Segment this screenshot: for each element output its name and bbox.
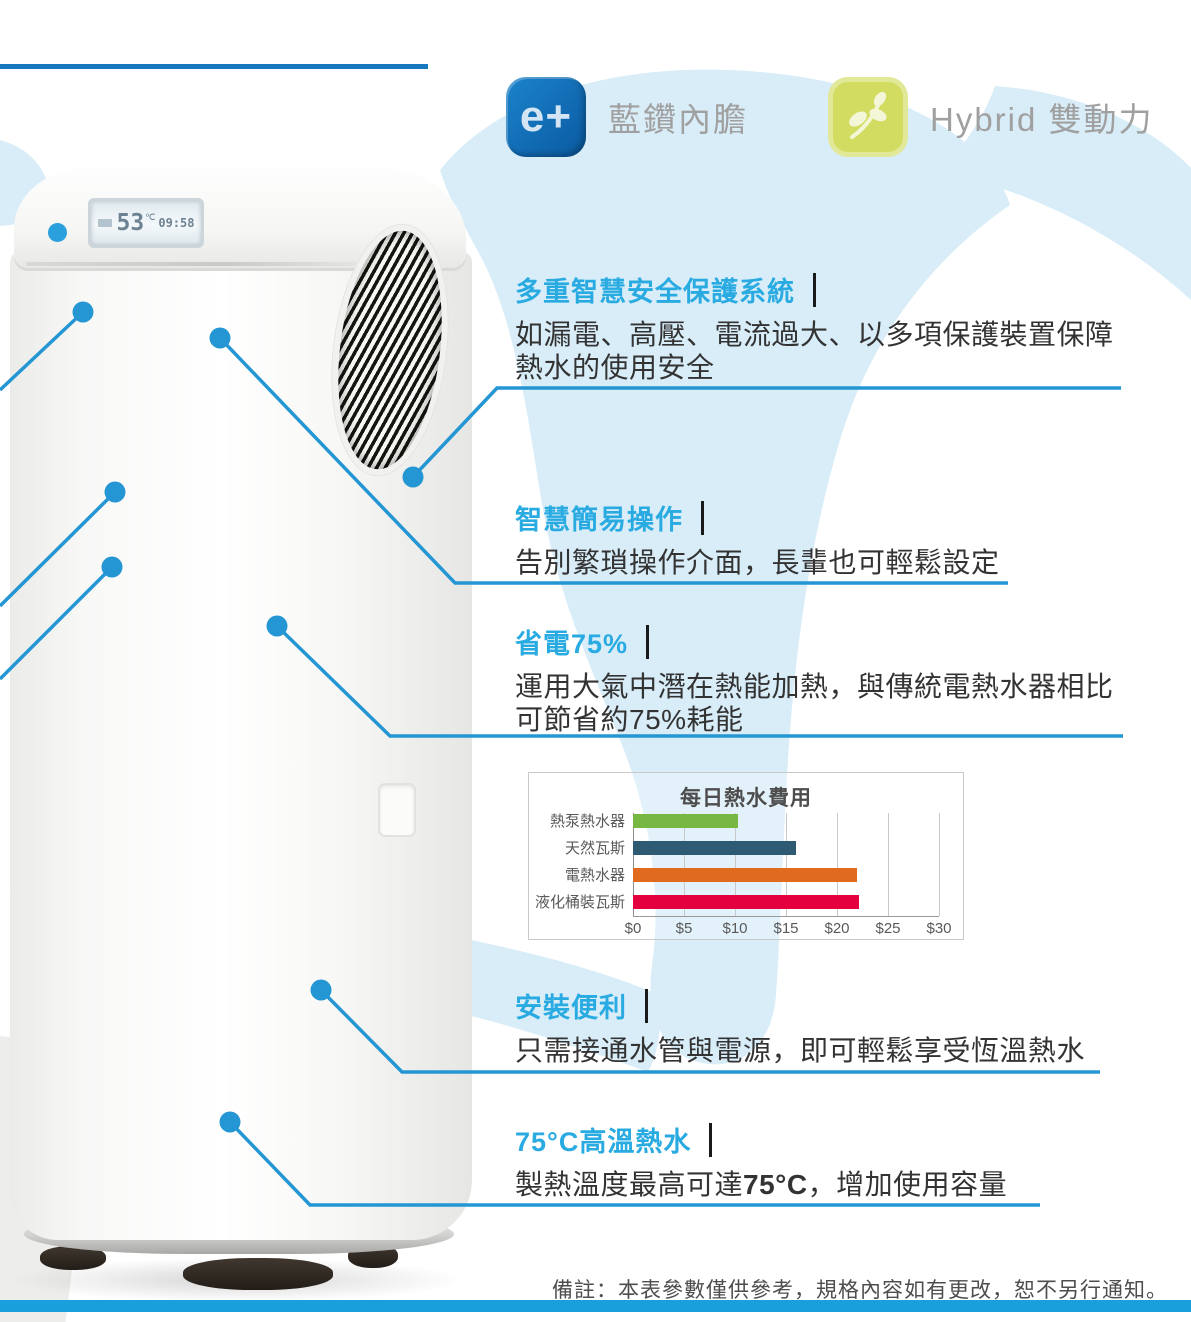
callout-line-left-2 [0, 490, 117, 608]
feature-easy-operation: 智慧簡易操作 告別繁瑣操作介面，長輩也可輕鬆設定 [515, 498, 1115, 579]
e-plus-icon: e+ [506, 77, 586, 157]
chart-gridline [633, 813, 634, 916]
title-separator [709, 1122, 713, 1157]
display-unit: ℃ [145, 213, 156, 223]
badge-hybrid: Hybrid 雙動力 [828, 77, 1154, 157]
body-prefix: 製熱溫度最高可達 [515, 1169, 744, 1200]
callout-line-power-saving [275, 624, 1123, 738]
chart-bar-1 [633, 841, 797, 855]
leaf-icon [828, 77, 908, 157]
callout-dot [219, 1111, 241, 1133]
badge-hybrid-label: Hybrid 雙動力 [930, 101, 1154, 138]
chart-gridline [888, 813, 889, 916]
title-separator [813, 272, 816, 307]
blob-swoosh [440, 69, 1010, 1065]
display-temperature: 53 [116, 209, 145, 236]
chart-title: 每日熱水費用 [680, 787, 812, 810]
chart-bar-0 [633, 814, 739, 828]
feature-power-saving: 省電75% 運用大氣中潛在熱能加熱，與傳統電熱水器相比可節省約75%耗能 [515, 622, 1115, 736]
chart-gridline [786, 813, 787, 916]
feature-body: 運用大氣中潛在熱能加熱，與傳統電熱水器相比可節省約75%耗能 [515, 671, 1114, 735]
chart-tick-label: $10 [722, 920, 748, 937]
title-separator [646, 624, 650, 659]
chart-category-label: 天然瓦斯 [564, 840, 625, 857]
feature-body: 只需接通水管與電源，即可輕鬆享受恆溫熱水 [515, 1035, 1086, 1066]
chart-tick-label: $20 [824, 920, 850, 937]
feature-title: 多重智慧安全保護系統 [515, 277, 795, 307]
feature-high-temp: 75°C高溫熱水 製熱溫度最高可達75°C，增加使用容量 [515, 1120, 1115, 1201]
title-separator [701, 500, 704, 535]
badge-blue-diamond-label: 藍鑽內膽 [608, 101, 748, 138]
callout-line-easy-install [319, 988, 1100, 1074]
badge-blue-diamond: e+ 藍鑽內膽 [506, 77, 748, 157]
callout-dot [402, 466, 424, 488]
callout-dot [104, 481, 126, 503]
chart-category-label: 電熱水器 [564, 867, 625, 884]
heater-blue-indicator-dot [48, 223, 67, 242]
chart-bar-3 [633, 895, 860, 909]
chart-tick-label: $30 [926, 920, 952, 937]
chart-category-label: 液化桶裝瓦斯 [534, 894, 625, 911]
callout-line-left-3 [0, 565, 114, 681]
chart-tick-label: $5 [675, 920, 693, 937]
callout-line-easy-operation [218, 336, 1008, 585]
bottom-accent-bar [0, 1300, 1191, 1312]
callout-dot [72, 301, 94, 323]
control-display: 53 ℃ 09:58 [88, 198, 204, 248]
footnote: 備註：本表參數僅供參考，規格內容如有更改，恕不另行通知。 [552, 1279, 1168, 1302]
heater-side-recess [378, 783, 416, 837]
feature-body: 製熱溫度最高可達75°C，增加使用容量 [515, 1168, 1115, 1201]
chart-category-label: 熱泵熱水器 [549, 813, 625, 830]
body-suffix: ，增加使用容量 [807, 1169, 1008, 1200]
blob-top-right [940, 86, 1191, 300]
heater-foot-center [183, 1258, 333, 1290]
feature-safety: 多重智慧安全保護系統 如漏電、高壓、電流過大、以多項保護裝置保障熱水的使用安全 [515, 270, 1115, 384]
callout-line-left-1 [0, 310, 85, 392]
leaf-icon-glyph [849, 91, 887, 139]
chart-gridline [837, 813, 838, 916]
chart-gridline [684, 813, 685, 916]
feature-easy-install: 安裝便利 只需接通水管與電源，即可輕鬆享受恆溫熱水 [515, 986, 1115, 1067]
body-strong: 75°C [743, 1169, 808, 1200]
daily-hot-water-cost-chart: 每日熱水費用 $0 $5 $10 $15 $20 $25 $30 熱泵熱水器天然瓦斯電熱水器液… [528, 772, 964, 940]
chart-tick-label: $25 [875, 920, 901, 937]
callout-dot [266, 615, 288, 637]
top-rule-line [0, 64, 428, 69]
chart-plot: $0 $5 $10 $15 $20 $25 $30 熱泵熱水器天然瓦斯電熱水器液化桶裝瓦斯 [535, 813, 952, 937]
e-plus-icon-text: e+ [519, 92, 573, 141]
feature-title: 安裝便利 [515, 993, 627, 1023]
chart-bar-2 [633, 868, 858, 882]
callout-line-safety [411, 386, 1121, 479]
chart-gridline [735, 813, 736, 916]
display-time: 09:58 [158, 216, 195, 230]
title-separator [645, 988, 648, 1023]
feature-title: 75°C高溫熱水 [515, 1127, 692, 1157]
callout-dot [101, 556, 123, 578]
chart-gridline [939, 813, 940, 916]
callout-dot [310, 979, 332, 1001]
chart-tick-label: $15 [773, 920, 799, 937]
display-segment-icon [97, 219, 112, 227]
feature-title: 省電75% [515, 629, 629, 659]
chart-tick-label: $0 [624, 920, 642, 937]
callout-line-high-temp [228, 1120, 1040, 1207]
callout-dot [209, 327, 231, 349]
feature-body: 如漏電、高壓、電流過大、以多項保護裝置保障熱水的使用安全 [515, 319, 1114, 383]
feature-body: 告別繁瑣操作介面，長輩也可輕鬆設定 [515, 547, 1000, 578]
heater-seam [26, 262, 356, 266]
feature-title: 智慧簡易操作 [515, 505, 683, 535]
